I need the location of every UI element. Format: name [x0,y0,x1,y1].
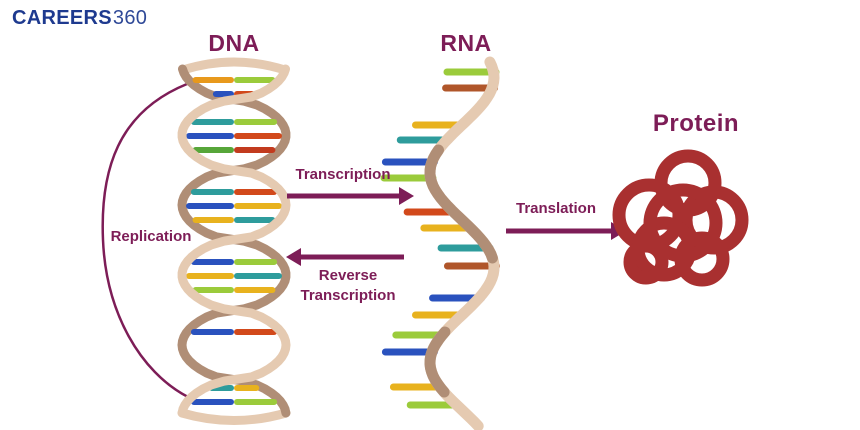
dna-base-pair-left [192,217,234,223]
dna-base-pair-left [190,189,234,195]
rna-base [443,68,500,76]
logo-suffix-text: 360 [112,7,148,29]
protein-loop [643,183,723,263]
logo-brand-text: CAREERS [12,7,112,29]
dna-base-pair-right [234,273,282,279]
rna-base [381,158,438,166]
dna-base-pair-right [234,259,278,265]
careers360-logo: CAREERS360 [12,7,147,30]
dna-base-pair-right [234,329,278,335]
dna-base-pair-right [234,133,282,139]
dna-base-pair-left [186,203,234,209]
dna-base-pair-left [186,273,234,279]
dna-base-pair-left [212,91,234,97]
rna-base [443,262,500,270]
protein-loop [623,239,669,285]
translation-label: Translation [515,200,597,217]
reverse-transcription-label: Reverse Transcription [300,266,395,306]
dna-base-pair-left [190,329,234,335]
dna-base-pair-left [190,259,234,265]
dna-base-pair-right [234,203,282,209]
reverse-transcription-arrow [286,248,404,266]
replication-label: Replication [110,228,192,245]
protein-heading: Protein [652,110,740,137]
protein-blob [612,149,749,287]
rna-base [389,383,446,391]
dna-base-pair-right [234,147,276,153]
dna-heading: DNA [208,30,260,56]
rna-base [381,348,438,356]
dna-base-pair-right [234,77,276,83]
dna-helix [177,57,291,425]
dna-base-pair-left [190,119,234,125]
dna-base-pair-left [190,399,234,405]
transcription-label: Transcription [295,166,391,183]
dna-base-pair-left [186,133,234,139]
translation-arrow [506,222,626,240]
dna-base-pair-right [234,385,260,391]
dna-base-pair-right [234,217,276,223]
rna-heading: RNA [440,30,492,56]
transcription-arrow [287,187,414,205]
rna-strand [380,56,500,430]
reverse-transcription-line1: Reverse [318,267,378,284]
dna-base-pair-right [234,119,278,125]
rna-base [437,244,494,252]
replication-arc [101,82,190,399]
rna-base [442,84,499,92]
dna-base-pair-left [192,147,234,153]
dna-base-pair-left [192,77,234,83]
rna-base [380,174,437,182]
dna-base-pair-right [234,287,276,293]
reverse-transcription-line2: Transcription [300,287,396,304]
dna-base-pair-left [192,287,234,293]
dna-base-pair-right [234,189,278,195]
dna-base-pair-right [234,399,278,405]
